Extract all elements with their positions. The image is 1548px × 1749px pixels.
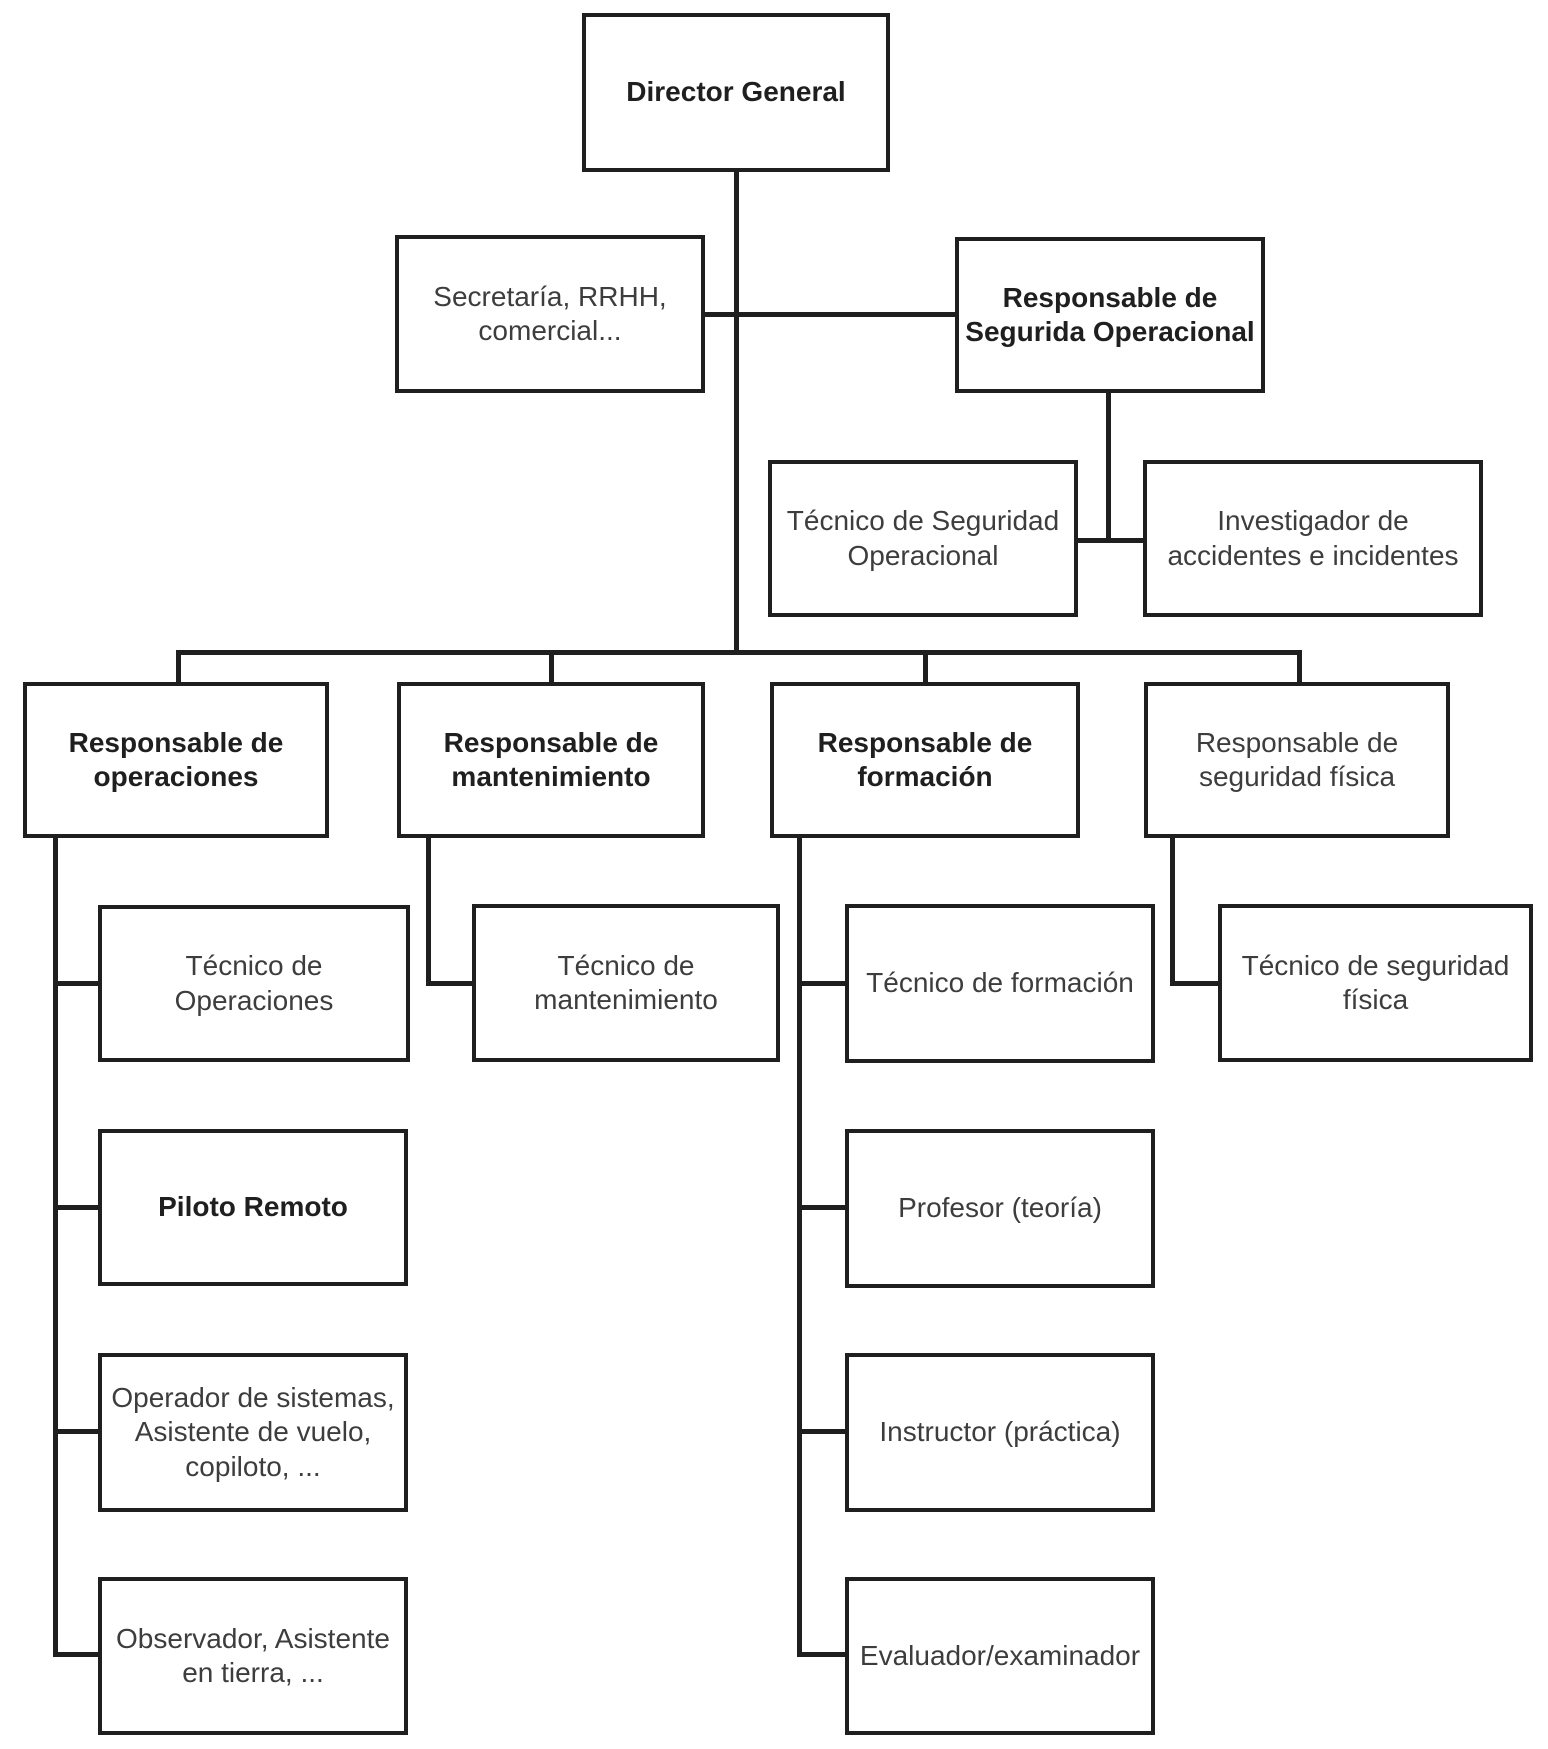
org-node-label: Investigador de accidentes e incidentes <box>1167 505 1459 571</box>
connector-branch-observador <box>53 1652 99 1657</box>
org-node-evaluador-examinador: Evaluador/examinador <box>845 1577 1155 1735</box>
org-node-label: Técnico de formación <box>866 967 1134 999</box>
org-node-responsable-mantenimiento: Responsable de mantenimiento <box>397 682 705 838</box>
org-node-label: Técnico de mantenimiento <box>534 949 718 1015</box>
connector-branch-piloto-remoto <box>53 1205 99 1210</box>
org-node-responsable-operaciones: Responsable de operaciones <box>23 682 329 838</box>
connector-level3-distributor <box>176 650 1302 655</box>
org-node-label: Técnico de Operaciones <box>174 950 334 1016</box>
connector-director-trunk <box>734 170 739 654</box>
org-node-label: Observador, Asistente en tierra, ... <box>116 1622 390 1688</box>
org-node-label: Responsable de seguridad física <box>1195 726 1399 792</box>
org-node-piloto-remoto: Piloto Remoto <box>98 1129 408 1286</box>
connector-branch-tecnico-mantenimiento <box>426 981 473 986</box>
org-node-tecnico-operaciones: Técnico de Operaciones <box>98 905 410 1062</box>
org-node-instructor-practica: Instructor (práctica) <box>845 1353 1155 1512</box>
connector-branch-tecnico-operaciones <box>53 981 99 986</box>
org-node-label: Director General <box>626 76 846 108</box>
org-node-label: Piloto Remoto <box>158 1191 348 1223</box>
connector-stub-formacion <box>923 650 928 684</box>
org-node-responsable-seguridad-operacional: Responsable de Segurida Operacional <box>955 237 1265 393</box>
org-node-tecnico-mantenimiento: Técnico de mantenimiento <box>472 904 780 1062</box>
connector-branch-tecnico-formacion <box>797 981 846 986</box>
org-node-director-general: Director General <box>582 13 890 172</box>
org-node-label: Profesor (teoría) <box>898 1192 1102 1224</box>
connector-mantenimiento-trunk <box>426 836 431 986</box>
org-node-tecnico-seguridad-fisica: Técnico de seguridad física <box>1218 904 1533 1062</box>
connector-seguridad-fisica-trunk <box>1170 836 1175 986</box>
org-node-tecnico-seguridad-operacional: Técnico de Seguridad Operacional <box>768 460 1078 617</box>
org-node-label: Instructor (práctica) <box>879 1416 1121 1448</box>
org-node-label: Responsable de operaciones <box>68 726 284 792</box>
org-node-label: Responsable de Segurida Operacional <box>965 281 1255 347</box>
org-node-label: Responsable de formación <box>817 726 1033 792</box>
connector-branch-profesor <box>797 1205 846 1210</box>
org-node-observador-asistente-tierra: Observador, Asistente en tierra, ... <box>98 1577 408 1735</box>
connector-stub-operaciones <box>176 650 181 684</box>
org-node-profesor-teoria: Profesor (teoría) <box>845 1129 1155 1288</box>
org-node-operador-sistemas: Operador de sistemas, Asistente de vuelo… <box>98 1353 408 1512</box>
connector-branch-operador <box>53 1429 99 1434</box>
org-node-responsable-seguridad-fisica: Responsable de seguridad física <box>1144 682 1450 838</box>
org-node-investigador-accidentes-incidentes: Investigador de accidentes e incidentes <box>1143 460 1483 617</box>
connector-stub-seguridad-fisica <box>1297 650 1302 684</box>
connector-rso-trunk <box>1106 391 1111 543</box>
org-node-tecnico-formacion: Técnico de formación <box>845 904 1155 1063</box>
org-node-label: Secretaría, RRHH, comercial... <box>433 280 667 346</box>
connector-formacion-trunk <box>797 836 802 1657</box>
connector-stub-mantenimiento <box>549 650 554 684</box>
connector-branch-evaluador <box>797 1652 846 1657</box>
connector-operaciones-trunk <box>53 836 58 1657</box>
org-node-label: Operador de sistemas, Asistente de vuelo… <box>111 1382 395 1482</box>
connector-branch-tecnico-seguridad-fisica <box>1170 981 1219 986</box>
org-node-label: Responsable de mantenimiento <box>443 726 659 792</box>
connector-level2-horizontal <box>705 312 955 317</box>
connector-branch-instructor <box>797 1429 846 1434</box>
org-node-label: Técnico de seguridad física <box>1241 949 1510 1015</box>
connector-segop-investigador <box>1078 538 1144 543</box>
org-node-secretaria-rrhh-comercial: Secretaría, RRHH, comercial... <box>395 235 705 393</box>
org-node-label: Evaluador/examinador <box>859 1639 1141 1671</box>
org-node-label: Técnico de Seguridad Operacional <box>786 505 1060 571</box>
org-node-responsable-formacion: Responsable de formación <box>770 682 1080 838</box>
